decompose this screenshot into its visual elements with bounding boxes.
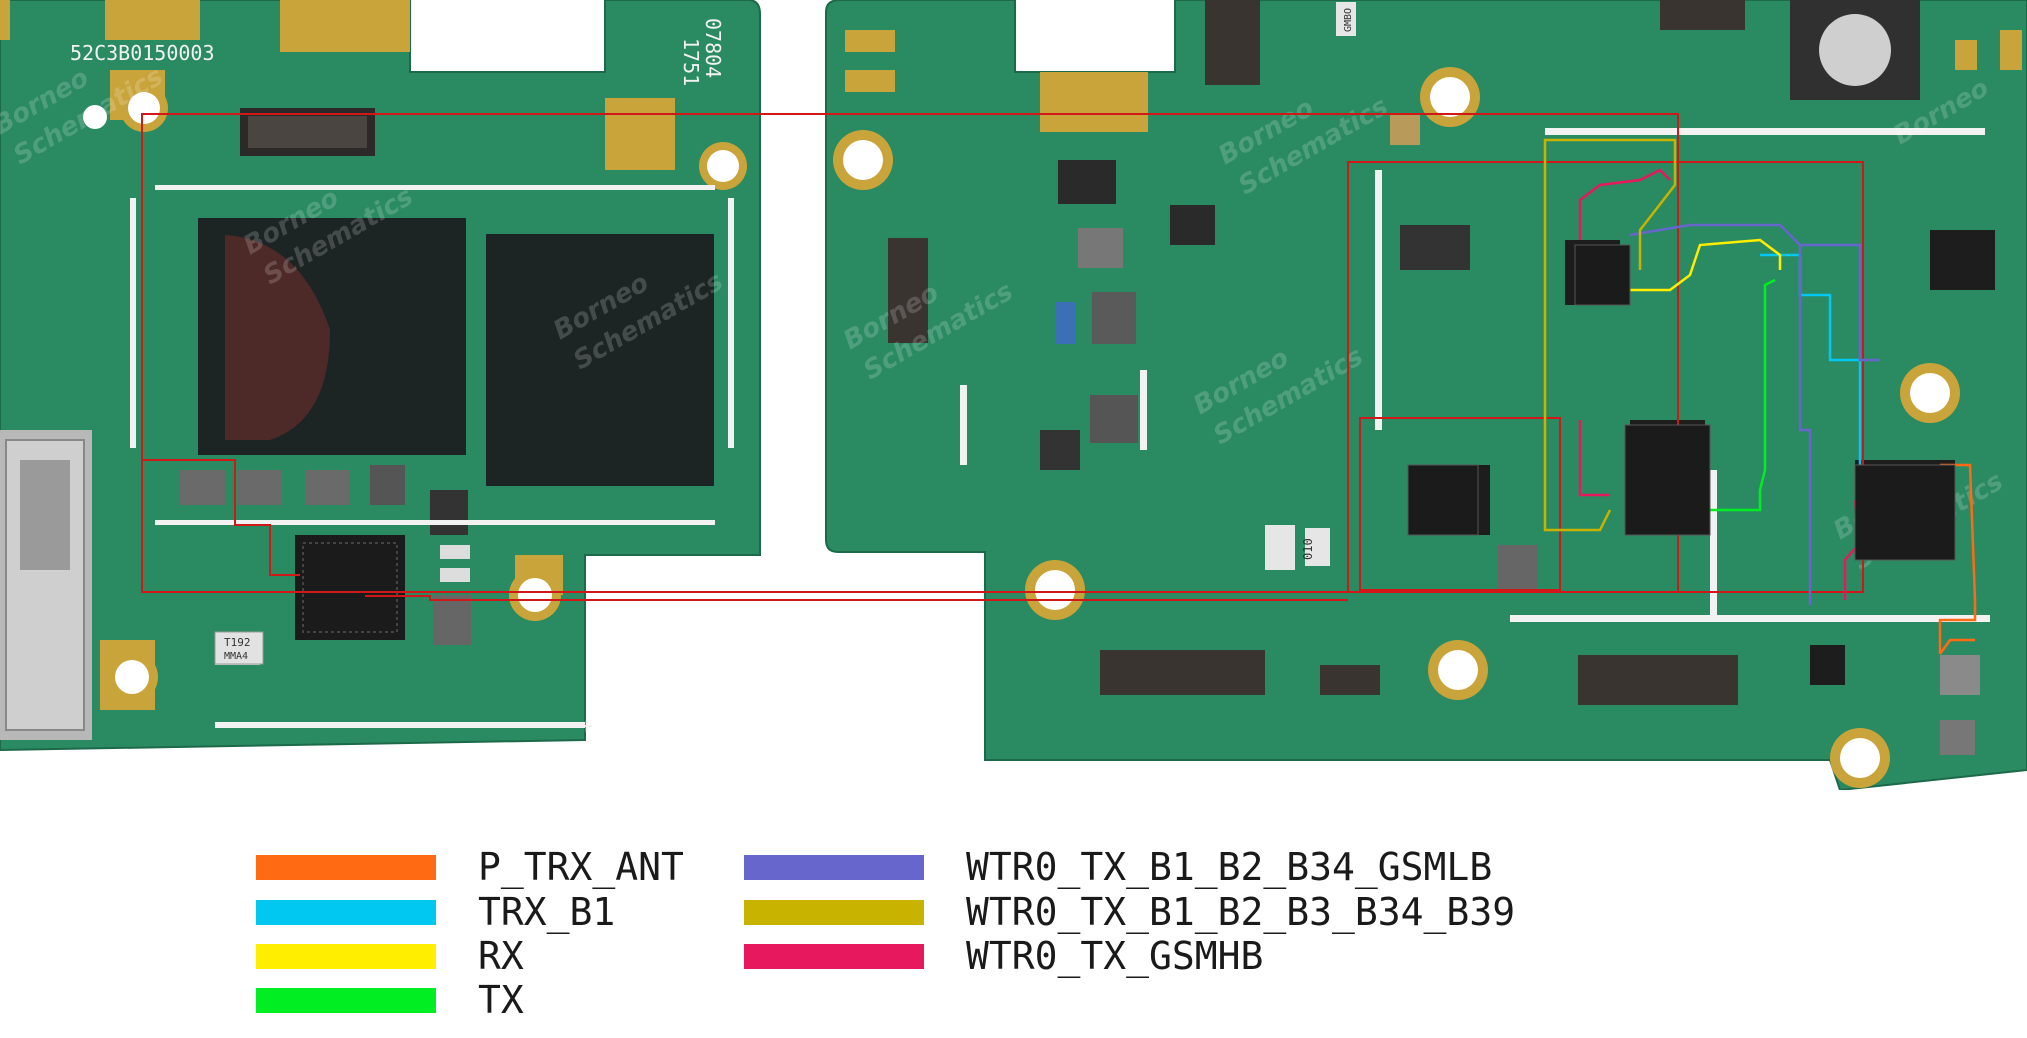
legend-swatch [744,900,924,925]
right-silkscreen-marks [960,128,1990,622]
crystal-oscillator: T192 MMA4 [214,631,264,665]
highlight-box-outer [141,113,1679,593]
bga-chip [295,535,405,640]
legend-swatch [256,855,436,880]
legend: P_TRX_ANT TRX_B1 RX TX WTR0_TX_B1_B2_B34… [0,790,2027,1038]
right-gold-pads [845,30,2022,132]
crystal-part-label: T192 [224,636,251,649]
trace-gsmhb-3 [1578,420,1610,497]
legend-label: RX [478,934,524,978]
trace-tx [1700,278,1776,512]
legend-label: WTR0_TX_GSMHB [966,934,1264,978]
legend-swatch [744,944,924,969]
small-ic-010: 010 [1301,528,1330,566]
left-board-connector [240,108,375,156]
processor-chip [198,218,714,486]
legend-label: WTR0_TX_B1_B2_B3_B34_B39 [966,890,1516,934]
legend-swatch [256,944,436,969]
ic-label-010: 010 [1301,538,1315,560]
polarity-mark: + [580,714,593,739]
legend-label: TX [478,978,524,1022]
trace-bga-to-rf [365,595,1348,601]
rf-chips [1407,244,1956,561]
left-mounting-holes [83,84,747,703]
trace-cpu-to-bga [142,459,300,576]
right-mounting-holes [833,67,1960,788]
sim-tray [0,430,92,740]
trace-p-trx-ant [1938,463,1977,654]
legend-swatch [256,988,436,1013]
pcb-board-photo: Borneo Borneo Borneo Borneo Borneo Borne… [0,0,2027,790]
legend-label: TRX_B1 [478,890,616,934]
right-board-connectors [888,0,1745,705]
legend-label: WTR0_TX_B1_B2_B34_GSMLB [966,845,1493,889]
highlight-box-rf-section [1347,161,1864,593]
silkscreen-vertical-line-2: 1751 [679,38,703,86]
legend-label: P_TRX_ANT [478,845,684,889]
crystal-part-sublabel: MMA4 [224,651,248,662]
trace-b39 [1543,138,1677,532]
trace-gsmhb [1578,168,1671,240]
legend-swatch [256,900,436,925]
trace-rx [1630,238,1782,292]
trace-b39-2 [1548,509,1612,532]
ic-label-gmbo: GMBO [1343,8,1354,32]
trace-p-trx-ant-2 [1938,638,1975,655]
camera-module [1790,0,1920,100]
silkscreen-vertical-line-1: 07804 [701,18,725,78]
highlight-boxes [141,113,1864,601]
trace-gsmlb-2 [1629,223,1801,246]
left-silkscreen-marks [130,185,734,728]
silkscreen-code: 52C3B0150003 [70,41,215,65]
right-pcb-board [825,0,2027,790]
highlight-box-wtr-area [1359,417,1561,591]
legend-swatch [744,855,924,880]
small-ic-gmbo: GMBO [1336,2,1356,36]
